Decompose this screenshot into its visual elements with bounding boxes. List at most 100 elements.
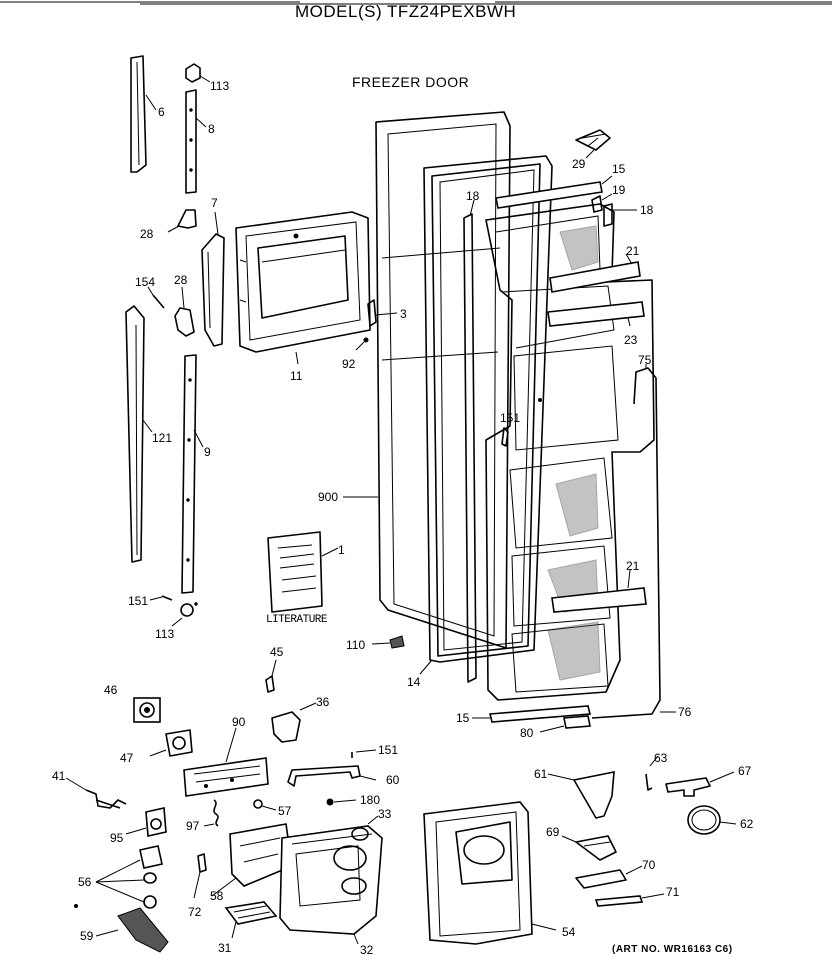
part-3-clip: [367, 299, 398, 327]
part-label-23: 23: [624, 333, 638, 347]
part-180-screw: [326, 798, 357, 806]
part-80-hinge: [539, 715, 591, 733]
part-label-8: 8: [208, 122, 215, 136]
part-label-28: 28: [174, 273, 188, 287]
part-113-cap-bottom: [171, 602, 198, 627]
part-label-63: 63: [654, 751, 668, 765]
part-95-motor: [125, 807, 167, 837]
part-14-gasket: [419, 155, 553, 675]
part-label-18: 18: [466, 189, 480, 203]
section-title: FREEZER DOOR: [352, 74, 470, 90]
part-41-wire-lever: [65, 777, 127, 809]
part-28-bracket-upper: [167, 209, 197, 233]
part-33-ring: [351, 815, 379, 841]
part-label-76: 76: [678, 705, 692, 719]
part-31-drip-tray: [224, 901, 278, 939]
part-label-56: 56: [78, 875, 92, 889]
part-21-rail-lower: [551, 569, 647, 613]
part-18-strip-right: [603, 203, 637, 227]
part-label-6: 6: [158, 105, 165, 119]
part-32-dispenser-box: [279, 825, 383, 945]
part-label-70: 70: [642, 858, 656, 872]
part-label-15: 15: [456, 711, 470, 725]
part-97-spring: [203, 799, 219, 827]
part-28-bracket-lower: [174, 286, 195, 337]
part-56-gear-stack: [95, 845, 163, 909]
part-59-chute: [95, 907, 169, 953]
part-61-funnel: [547, 771, 615, 819]
part-label-180: 180: [360, 793, 381, 807]
part-label-15: 15: [612, 162, 626, 176]
part-23-rail: [547, 301, 645, 327]
part-21-rail-upper: [549, 253, 641, 293]
part-47-plate: [149, 729, 193, 757]
part-71-bar: [594, 893, 665, 907]
part-label-97: 97: [186, 819, 200, 833]
part-18-strip-left: [463, 199, 477, 683]
part-label-151: 151: [128, 594, 149, 608]
part-label-41: 41: [52, 769, 66, 783]
part-label-14: 14: [407, 675, 421, 689]
part-1-literature: [267, 531, 339, 613]
part-36-bracket: [271, 702, 317, 743]
part-69-lever: [561, 835, 617, 861]
part-label-1: 1: [338, 543, 345, 557]
part-label-45: 45: [270, 645, 284, 659]
part-label-28: 28: [140, 227, 154, 241]
part-11-dispenser-panel: [235, 211, 371, 365]
part-29-clip: [575, 129, 611, 159]
part-label-154: 154: [135, 275, 156, 289]
part-60-bracket: [287, 765, 377, 787]
part-label-21: 21: [626, 244, 640, 258]
part-72-pin: [193, 853, 207, 899]
part-58-housing: [211, 823, 293, 897]
part-151-screw-mid: [501, 427, 509, 447]
part-label-36: 36: [316, 695, 330, 709]
part-label-71: 71: [666, 885, 680, 899]
art-number: (ART NO. WR16163 C6): [612, 944, 733, 955]
part-label-72: 72: [188, 905, 202, 919]
part-label-29: 29: [572, 157, 586, 171]
part-113-cap-top: [185, 63, 211, 83]
part-7-handle: [201, 211, 225, 347]
inner-door-liner: [485, 203, 655, 701]
part-label-110: 110: [346, 638, 366, 652]
part-45-screw: [265, 659, 277, 693]
part-label-9: 9: [204, 445, 211, 459]
part-label-47: 47: [120, 751, 134, 765]
part-92-screw: [355, 337, 369, 351]
part-label-95: 95: [110, 831, 124, 845]
part-label-151: 151: [500, 411, 521, 425]
part-70-bracket: [575, 865, 643, 889]
literature-label: LITERATURE: [266, 614, 328, 626]
part-label-3: 3: [400, 307, 407, 321]
part-label-7: 7: [211, 196, 218, 210]
part-label-21: 21: [626, 559, 640, 573]
part-6-trim-strip: [130, 55, 157, 173]
part-121-strip: [125, 305, 153, 563]
part-151-screw-left: [149, 595, 173, 601]
part-15-bar-top: [495, 175, 613, 209]
part-label-59: 59: [80, 929, 94, 943]
part-110-cap: [371, 635, 405, 649]
part-151-pin-right: [351, 749, 377, 758]
part-label-33: 33: [378, 807, 392, 821]
part-75-wire: [591, 364, 661, 719]
model-title: MODEL(S) TFZ24PEXBWH: [295, 2, 517, 21]
part-57-screw: [253, 799, 277, 811]
part-label-113: 113: [155, 627, 175, 641]
part-label-62: 62: [740, 817, 754, 831]
part-label-900: 900: [318, 490, 339, 504]
part-label-113: 113: [210, 79, 230, 93]
top-border: [0, 1, 832, 5]
part-label-60: 60: [386, 773, 400, 787]
part-label-75: 75: [638, 353, 652, 367]
part-19-clip: [591, 193, 613, 213]
part-15-bar-bottom: [472, 705, 592, 723]
part-46-button: [133, 697, 161, 723]
part-label-90: 90: [232, 715, 246, 729]
part-label-92: 92: [342, 357, 356, 371]
part-label-18: 18: [640, 203, 654, 217]
part-label-54: 54: [562, 925, 576, 939]
part-label-121: 121: [152, 431, 173, 445]
